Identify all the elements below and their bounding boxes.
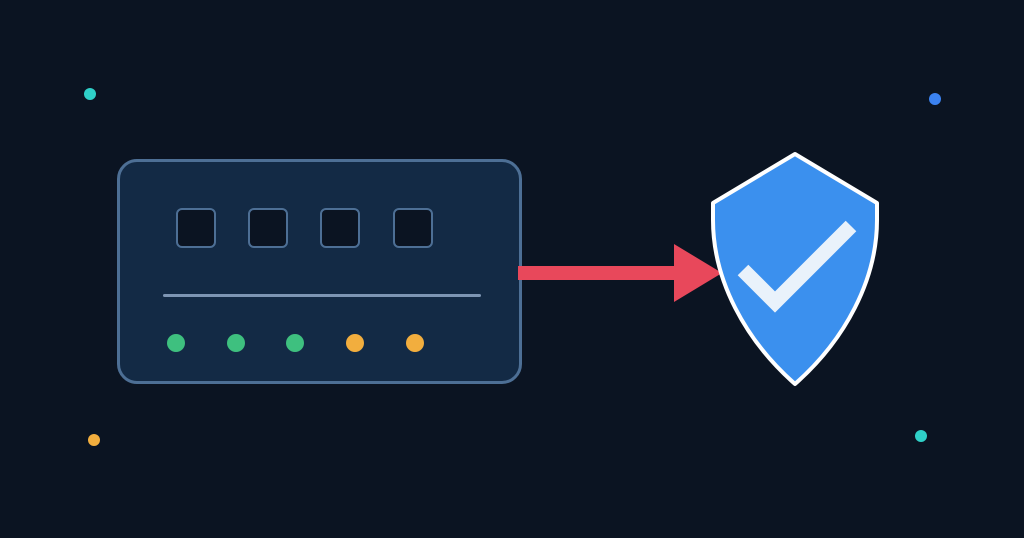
server-device-icon bbox=[117, 159, 522, 384]
decor-dot-top-left bbox=[84, 88, 96, 100]
device-slot bbox=[320, 208, 360, 248]
device-slot bbox=[393, 208, 433, 248]
status-led-green bbox=[286, 334, 304, 352]
check-icon bbox=[737, 220, 857, 313]
decor-dot-top-right bbox=[929, 93, 941, 105]
decor-dot-bottom-left bbox=[88, 434, 100, 446]
arrow-right-icon bbox=[518, 244, 722, 302]
shield-check-icon bbox=[711, 152, 879, 386]
status-led-green bbox=[167, 334, 185, 352]
shield-shape bbox=[711, 152, 879, 386]
device-divider bbox=[163, 294, 481, 297]
decor-dot-bottom-right bbox=[915, 430, 927, 442]
device-slot bbox=[176, 208, 216, 248]
status-led-green bbox=[227, 334, 245, 352]
status-led-amber bbox=[346, 334, 364, 352]
device-slot bbox=[248, 208, 288, 248]
status-led-amber bbox=[406, 334, 424, 352]
